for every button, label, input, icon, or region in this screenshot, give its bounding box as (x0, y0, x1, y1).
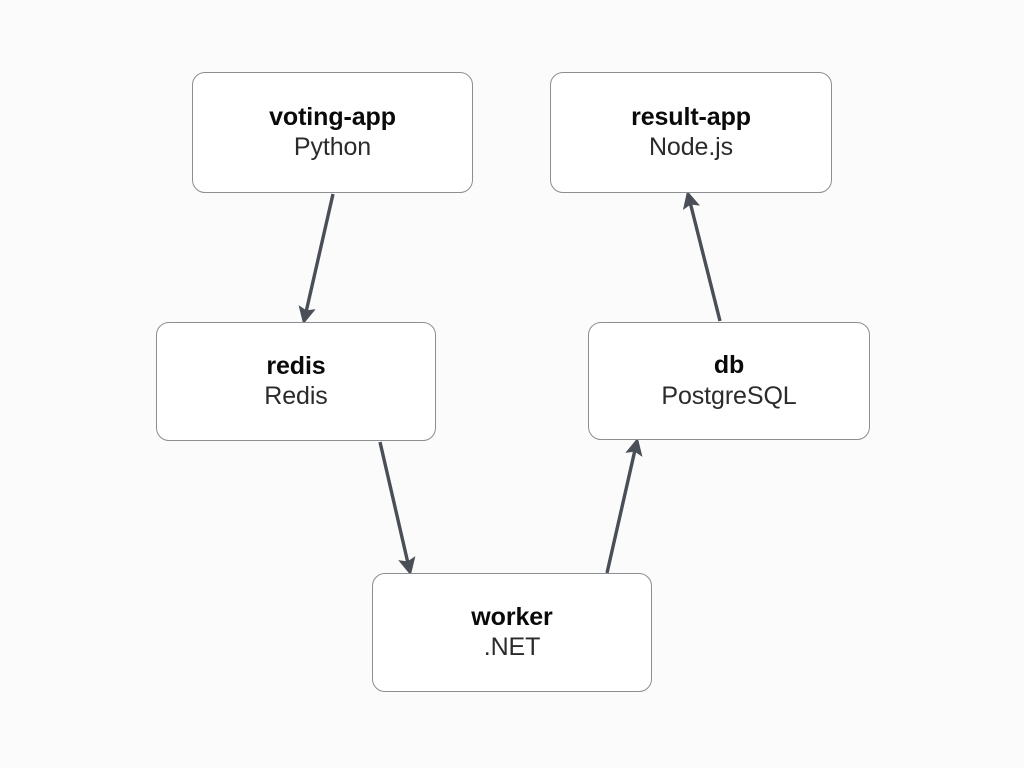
node-subtitle: PostgreSQL (661, 381, 797, 410)
edge-worker-to-db (605, 437, 643, 574)
node-redis[interactable]: redis Redis (156, 322, 436, 441)
node-result-app[interactable]: result-app Node.js (550, 72, 832, 193)
node-subtitle: .NET (483, 633, 541, 661)
node-title: voting-app (269, 102, 396, 131)
node-subtitle: Python (293, 133, 372, 161)
node-title: worker (471, 602, 553, 631)
edge-redis-to-worker (378, 441, 416, 576)
node-subtitle: Node.js (648, 133, 734, 161)
edge-voting-app-to-redis (298, 193, 335, 325)
node-db[interactable]: db PostgreSQL (588, 322, 870, 440)
node-title: redis (266, 351, 326, 380)
edge-db-to-result-app (682, 190, 722, 322)
node-voting-app[interactable]: voting-app Python (192, 72, 473, 193)
node-worker[interactable]: worker .NET (372, 573, 652, 692)
node-title: result-app (631, 102, 751, 131)
node-title: db (713, 351, 745, 379)
node-subtitle: Redis (264, 382, 328, 410)
